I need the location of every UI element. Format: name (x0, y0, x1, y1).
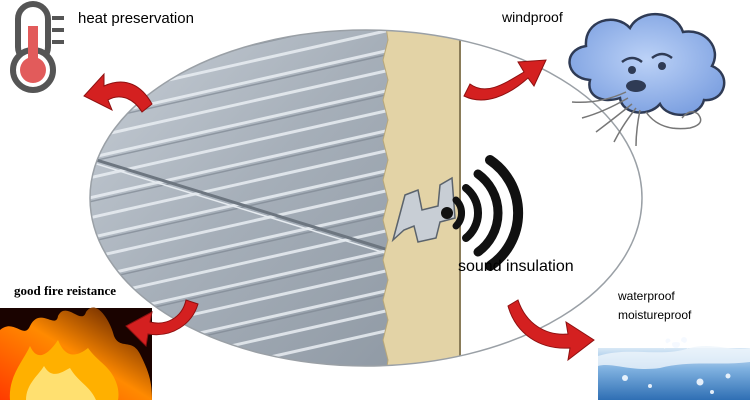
waterproof-label: waterproof (618, 289, 675, 303)
fire-icon (0, 307, 152, 400)
arrow-heat-preservation (83, 72, 153, 113)
arrow-fire-resistance (125, 299, 199, 348)
heat-preservation-label: heat preservation (78, 10, 194, 27)
arrow-windproof (463, 59, 547, 101)
moistureproof-label: moistureproof (618, 308, 692, 322)
sound-waves-icon (441, 155, 524, 271)
fire-resistance-label: good fire reistance (14, 283, 117, 298)
thermometer-icon (10, 1, 64, 93)
water-splash-icon (598, 337, 750, 400)
arrow-waterproof (507, 299, 595, 362)
windproof-label: windproof (502, 9, 563, 25)
panel-ellipse-outline (89, 29, 643, 367)
wind-cloud-icon (568, 13, 726, 147)
sound-insulation-label: sound insulation (458, 258, 574, 275)
